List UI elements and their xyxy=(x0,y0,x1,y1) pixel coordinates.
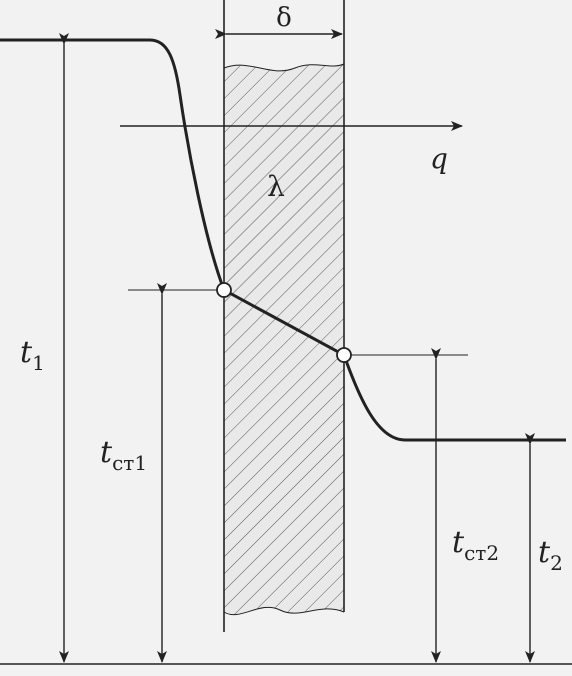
tst2-label: tст2 xyxy=(452,525,499,565)
wall-bottom-break xyxy=(223,606,345,616)
wall-top-break xyxy=(223,63,345,72)
t2-label: t2 xyxy=(538,535,563,575)
wall-surface-point-2 xyxy=(336,347,352,363)
wall-surface-point-1 xyxy=(216,282,232,298)
t1-label: t1 xyxy=(20,335,45,375)
delta-label: δ xyxy=(276,3,292,33)
temperature-profile-curve xyxy=(0,38,566,442)
wall xyxy=(223,0,345,632)
tst1-label: tст1 xyxy=(100,435,147,475)
lambda-label: λ xyxy=(267,170,285,203)
wall-hatching xyxy=(224,64,344,615)
q-label: q xyxy=(430,142,448,175)
